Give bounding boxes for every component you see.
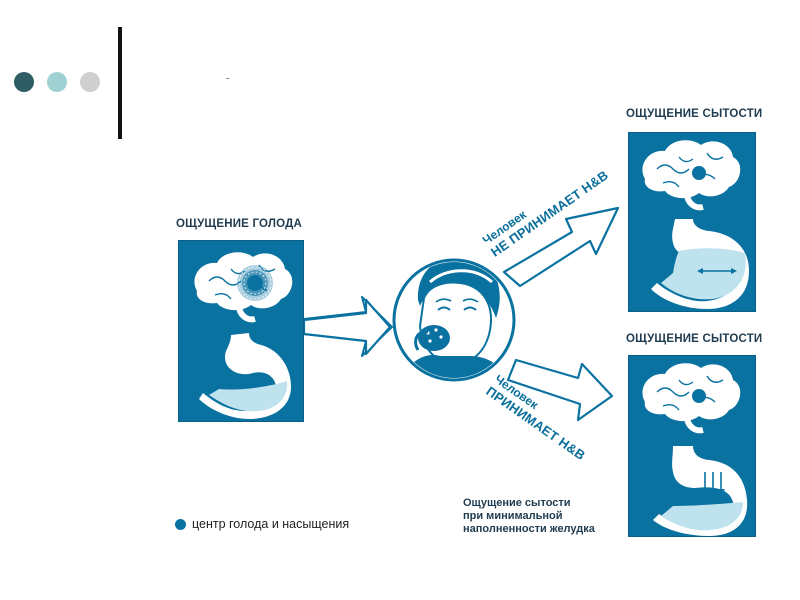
- stomach-icon: [653, 446, 748, 536]
- satiety-top-art: [642, 140, 749, 309]
- decor-mark: [226, 78, 229, 79]
- decor-dot-light: [80, 72, 100, 92]
- pressure-arrows-icon: [701, 472, 725, 496]
- hunger-panel-title: ОЩУЩЕНИЕ ГОЛОДА: [176, 218, 303, 230]
- person-eating-circle: [392, 258, 516, 382]
- upper-path-arrow: [502, 206, 620, 288]
- legend-label: центр голода и насыщения: [192, 517, 350, 531]
- legend-dot-icon: [175, 518, 186, 530]
- satiety-bottom-art: [642, 363, 748, 536]
- hunger-panel: [178, 240, 304, 422]
- satiety-top-title: ОЩУЩЕНИЕ СЫТОСТИ: [626, 108, 763, 120]
- lower-path-arrow: [506, 358, 614, 422]
- satiety-center-icon: [692, 389, 706, 403]
- brain-icon: [642, 140, 741, 211]
- satiety-center-icon: [692, 166, 706, 180]
- hunger-panel-art: [194, 252, 293, 419]
- hunger-to-person-arrow: [302, 296, 393, 357]
- satiety-note: Ощущение сытости при минимальной наполне…: [463, 497, 595, 535]
- decor-dot-dark: [14, 72, 34, 92]
- decor-vertical-bar: [118, 27, 122, 139]
- stomach-icon: [199, 333, 291, 419]
- stomach-icon: [651, 219, 749, 309]
- brain-icon: [642, 363, 741, 434]
- satiety-top-panel: [628, 132, 756, 312]
- legend: центр голода и насыщения: [175, 517, 349, 531]
- hunger-center-icon: [237, 265, 273, 301]
- satiety-bottom-panel: [628, 355, 756, 537]
- decor-dot-mid: [47, 72, 67, 92]
- satiety-bottom-title: ОЩУЩЕНИЕ СЫТОСТИ: [626, 333, 763, 345]
